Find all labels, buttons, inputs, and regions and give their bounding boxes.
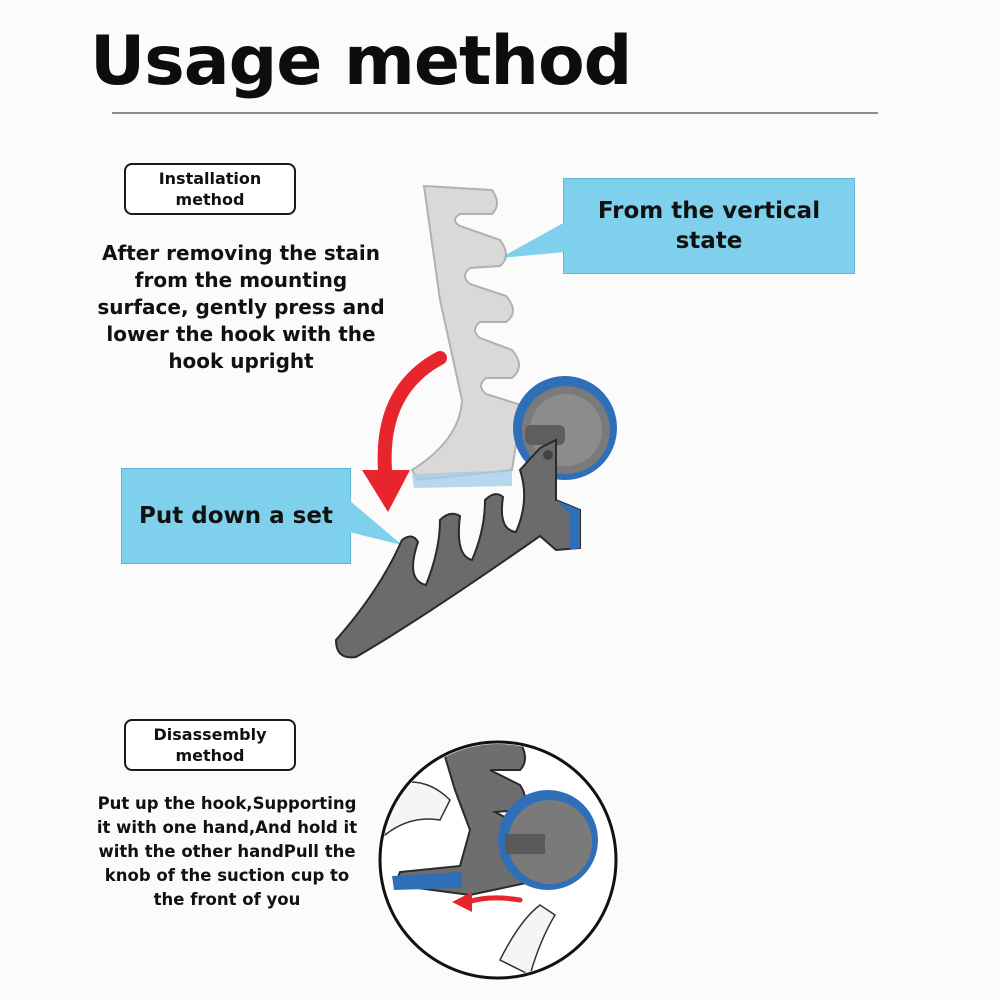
page-title: Usage method — [90, 22, 632, 101]
disassembly-method-tag: Disassembly method — [124, 719, 296, 771]
title-divider — [112, 112, 878, 114]
installation-tag-line1: Installation — [158, 169, 262, 188]
disassembly-tag-line2: method — [175, 746, 245, 765]
rotation-arrow-icon — [377, 351, 447, 477]
callout-down-pointer — [349, 500, 402, 545]
installation-tag-line2: method — [175, 190, 245, 209]
callout-vertical-pointer — [500, 222, 565, 258]
callout-vertical-state: From the vertical state — [563, 178, 855, 274]
ghost-vertical-hook-icon — [410, 184, 524, 488]
lowered-hook-icon — [334, 438, 581, 659]
installation-method-tag: Installation method — [124, 163, 296, 215]
disassembly-detail-icon — [378, 740, 618, 980]
callout-put-down: Put down a set — [121, 468, 351, 564]
installation-instruction: After removing the stain from the mounti… — [97, 241, 385, 373]
disassembly-instruction: Put up the hook,Supporting it with one h… — [96, 794, 358, 909]
disassembly-tag-line1: Disassembly — [153, 725, 267, 744]
